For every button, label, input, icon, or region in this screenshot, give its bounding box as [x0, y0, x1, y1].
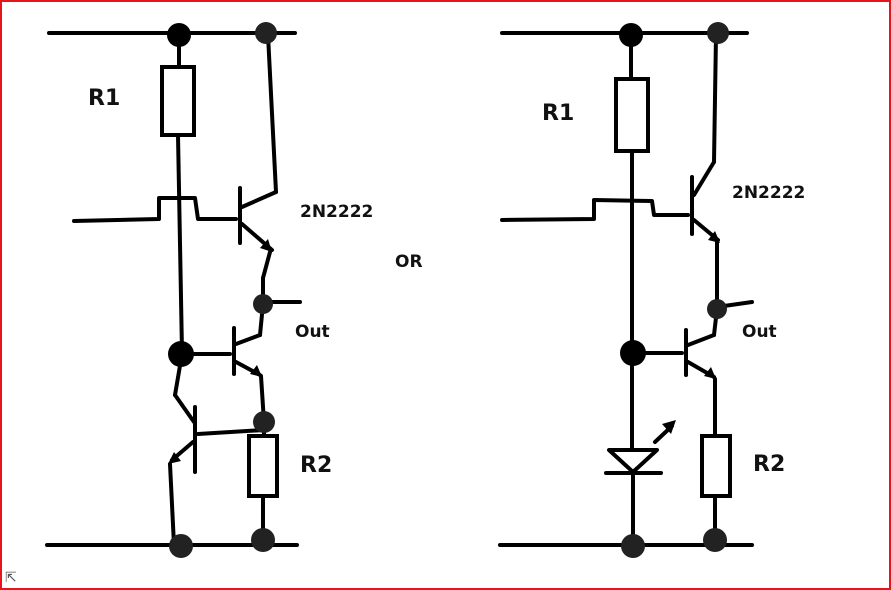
left-input-wire [72, 196, 238, 223]
left-r2-label: R2 [300, 453, 333, 478]
right-r2-resistor [700, 434, 732, 498]
left-circuit [45, 22, 302, 558]
left-transistor-label: 2N2222 [300, 202, 374, 222]
resize-corner-icon[interactable]: ⇱ [5, 570, 17, 586]
right-r1-label: R1 [542, 101, 575, 126]
right-led [607, 448, 659, 474]
or-label: OR [395, 252, 423, 272]
right-out-label: Out [742, 322, 777, 342]
left-r2-resistor [247, 434, 279, 498]
right-r2-label: R2 [753, 452, 786, 477]
right-circuit [498, 22, 754, 558]
right-input-wire [500, 198, 690, 222]
left-r1-label: R1 [88, 86, 121, 111]
right-r1-resistor [614, 77, 650, 153]
left-r1-resistor [160, 65, 196, 137]
right-transistor-label: 2N2222 [732, 183, 806, 203]
left-out-label: Out [295, 322, 330, 342]
